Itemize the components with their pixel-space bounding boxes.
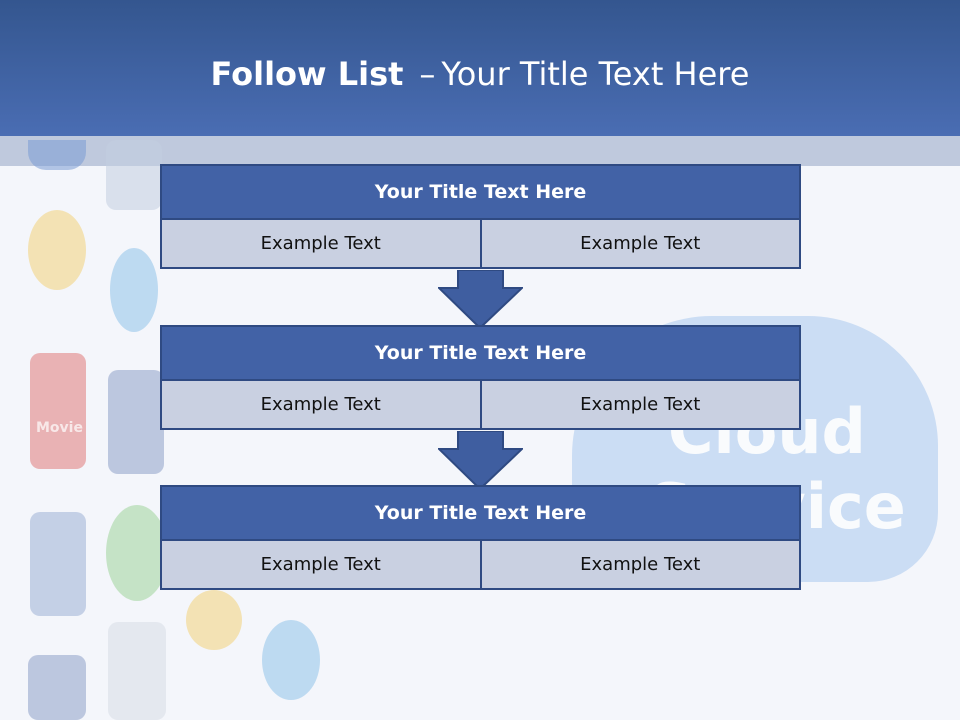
- down-arrow-icon: [438, 270, 523, 330]
- green-bubble-icon: [106, 505, 168, 601]
- thumbs-up-icon: [30, 512, 86, 616]
- title-rest: Your Title Text Here: [441, 55, 750, 93]
- twitter-bird-icon-2: [262, 620, 320, 700]
- speech-bubble-icon: [28, 210, 86, 290]
- block-cell-right: Example Text: [479, 220, 801, 269]
- block-cell-left: Example Text: [160, 541, 480, 590]
- block-title: Your Title Text Here: [160, 485, 801, 541]
- chat-bubble-icon: [28, 140, 86, 170]
- block-cell-right: Example Text: [479, 541, 801, 590]
- block-title: Your Title Text Here: [160, 325, 801, 381]
- yellow-bubble-icon: [186, 590, 242, 650]
- block-cell-left: Example Text: [160, 381, 480, 430]
- block-cell-right: Example Text: [479, 381, 801, 430]
- down-arrow-icon: [438, 431, 523, 491]
- list-block-1: Your Title Text Here Example Text Exampl…: [160, 164, 801, 269]
- movie-icon: [30, 353, 86, 469]
- download-icon: [108, 622, 166, 720]
- contact-icon-2: [28, 655, 86, 720]
- title-bold: Follow List: [210, 55, 404, 93]
- page-title: Follow List–Your Title Text Here: [0, 55, 960, 93]
- block-cell-left: Example Text: [160, 220, 480, 269]
- title-dash: –: [419, 55, 436, 93]
- twitter-bird-icon: [110, 248, 158, 332]
- block-title: Your Title Text Here: [160, 164, 801, 220]
- movie-label: Movie: [36, 420, 83, 436]
- contact-icon: [108, 370, 164, 474]
- list-block-3: Your Title Text Here Example Text Exampl…: [160, 485, 801, 590]
- header-bar: [0, 0, 960, 136]
- list-block-2: Your Title Text Here Example Text Exampl…: [160, 325, 801, 430]
- thumbs-up-icon-2: [106, 140, 162, 210]
